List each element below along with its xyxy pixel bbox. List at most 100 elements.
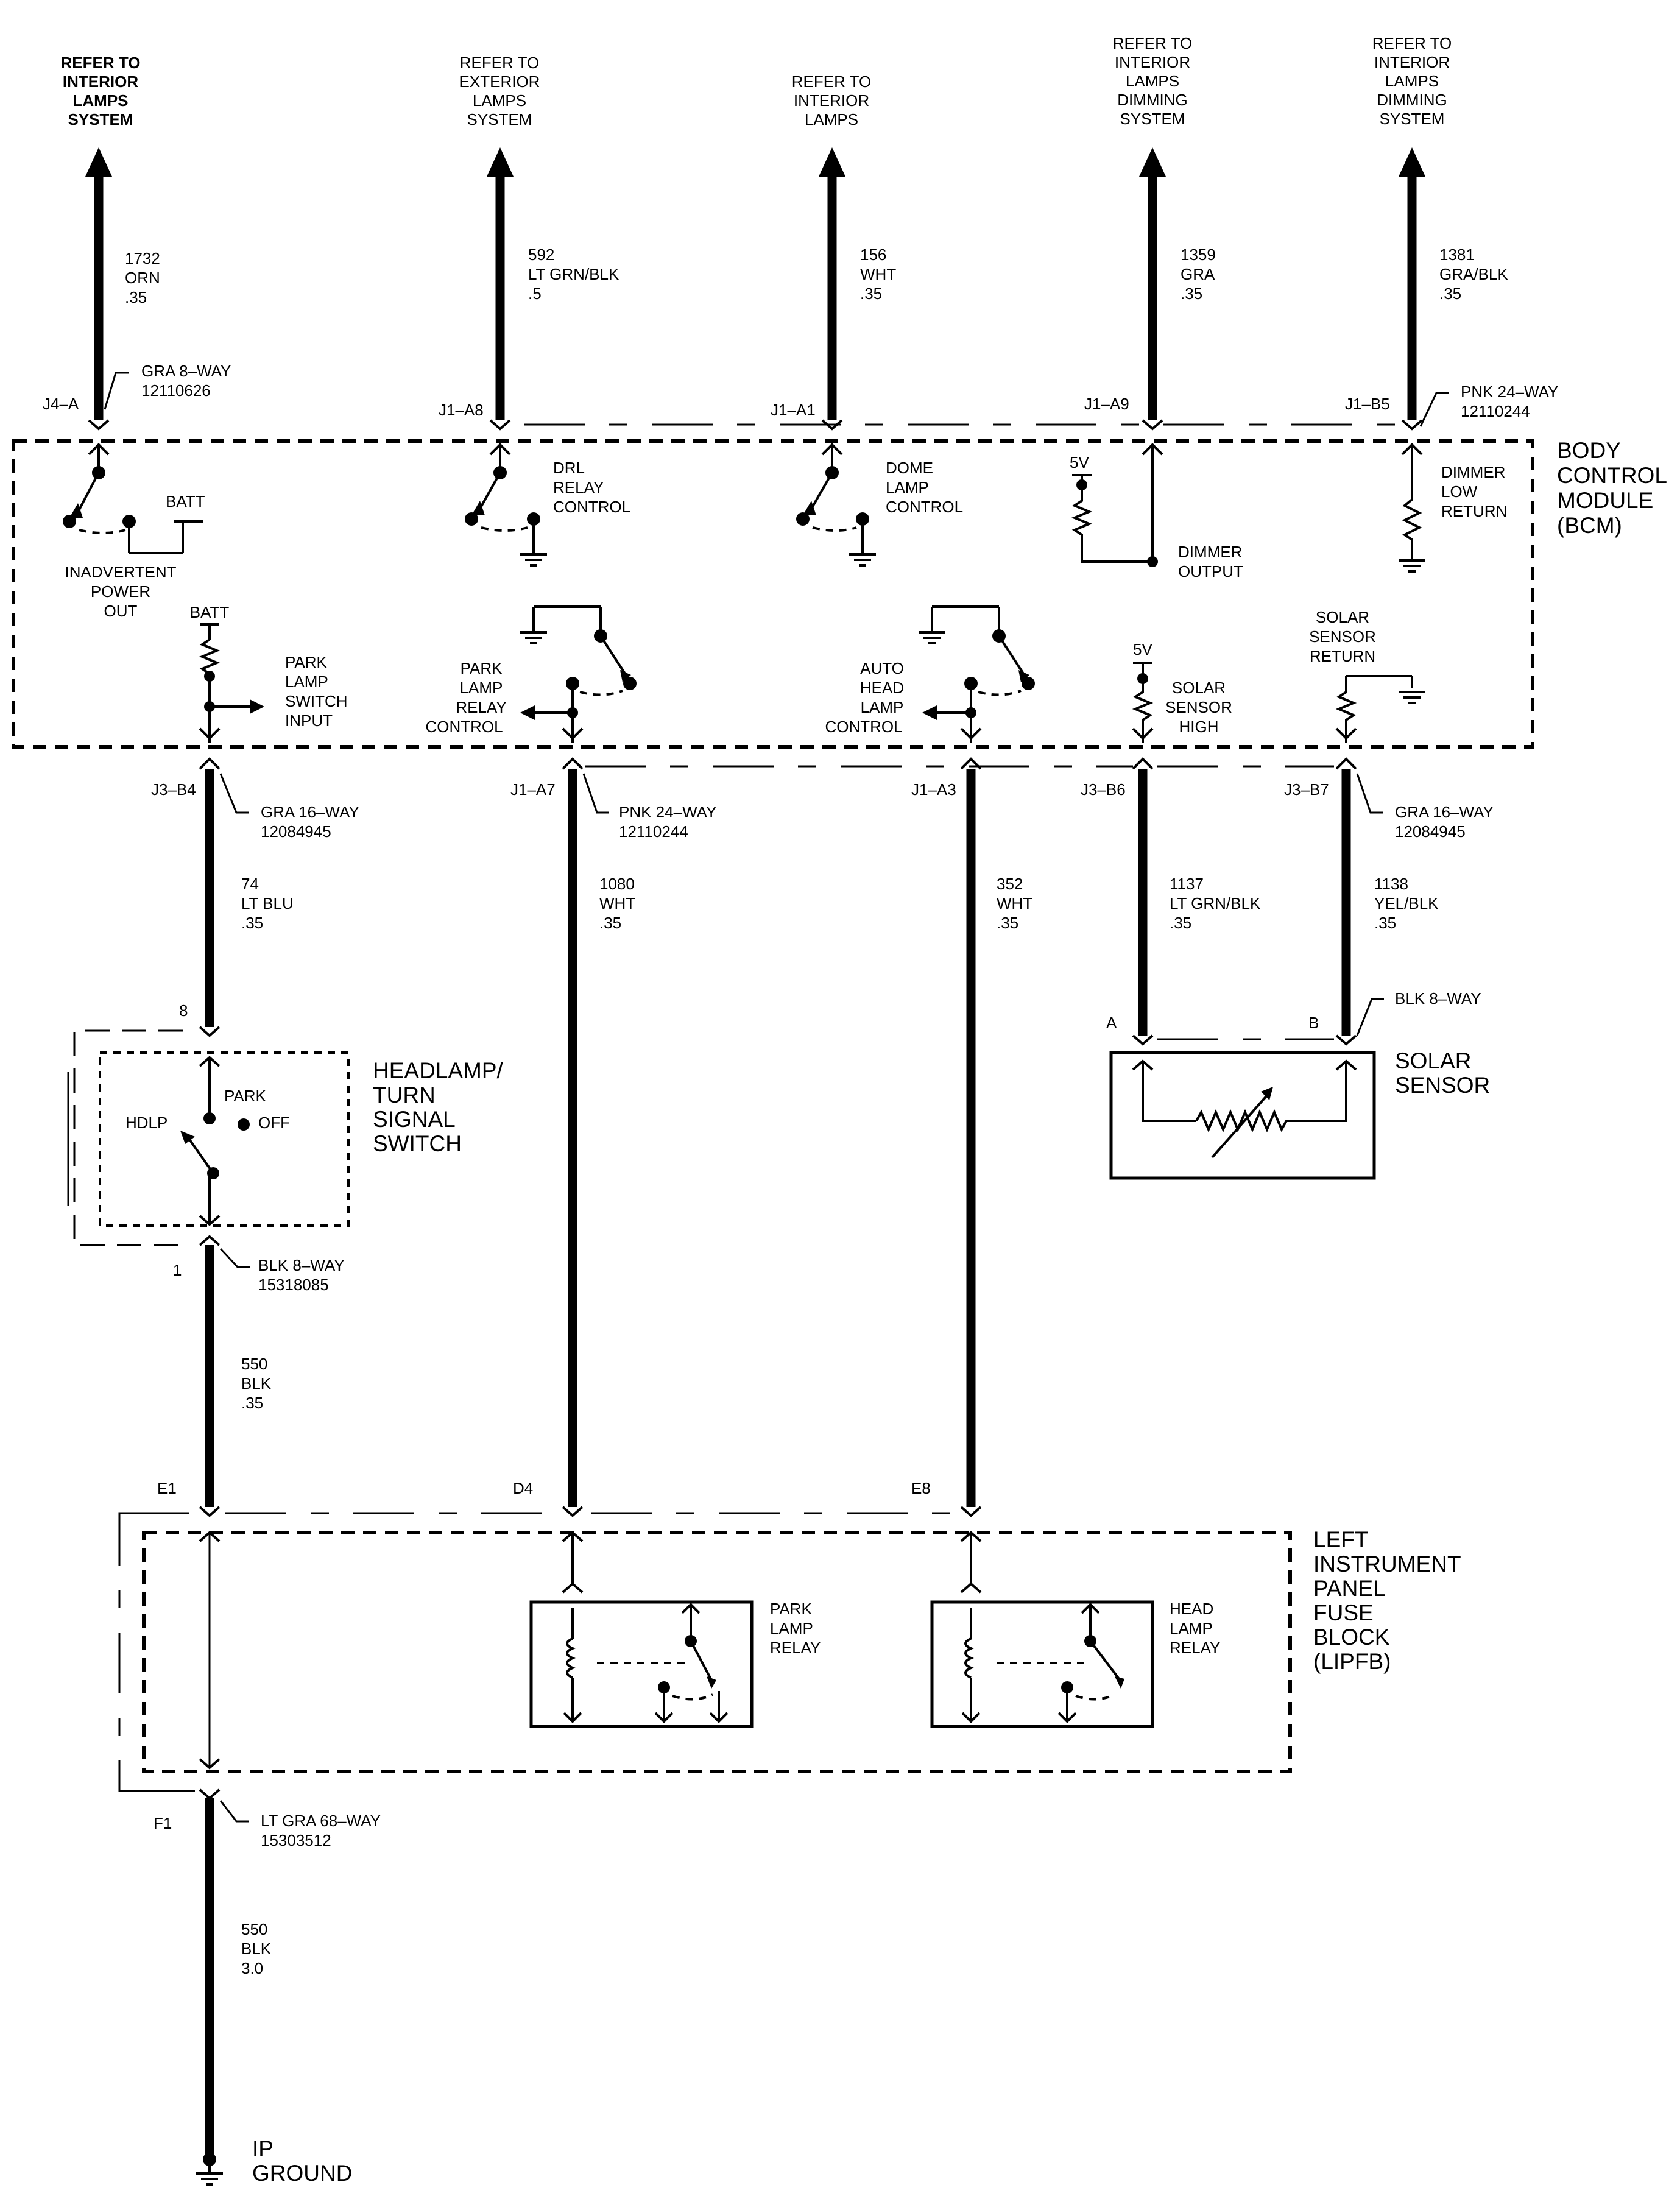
pin-label: D4: [513, 1479, 533, 1497]
svg-text:PARK: PARK: [285, 653, 328, 671]
svg-text:LAMP: LAMP: [886, 478, 929, 496]
svg-text:RELAY: RELAY: [770, 1639, 821, 1657]
svg-text:.5: .5: [528, 284, 542, 303]
svg-text:REFER TO: REFER TO: [61, 54, 141, 72]
svg-text:1137: 1137: [1170, 875, 1204, 893]
park-relay-control: PARK LAMP RELAY CONTROL: [425, 605, 637, 743]
svg-text:SENSOR: SENSOR: [1309, 627, 1376, 646]
svg-text:5V: 5V: [1133, 640, 1152, 658]
svg-text:INTERIOR: INTERIOR: [1115, 53, 1190, 71]
svg-text:OFF: OFF: [258, 1114, 290, 1132]
svg-text:DOME: DOME: [886, 459, 933, 477]
svg-text:LEFT: LEFT: [1313, 1527, 1368, 1552]
svg-text:BLK: BLK: [241, 1374, 272, 1393]
svg-text:SYSTEM: SYSTEM: [1120, 110, 1185, 128]
ip-ground: IP GROUND: [195, 2136, 352, 2186]
svg-text:BLK: BLK: [241, 1940, 272, 1958]
pin-label: J1–A1: [771, 401, 816, 419]
svg-text:GRA 16–WAY: GRA 16–WAY: [261, 803, 359, 821]
svg-text:GRA: GRA: [1181, 265, 1215, 283]
top-wires: [85, 147, 1425, 420]
svg-text:74: 74: [241, 875, 259, 893]
svg-text:LAMPS: LAMPS: [473, 91, 526, 110]
svg-text:DIMMING: DIMMING: [1117, 91, 1188, 109]
svg-text:ORN: ORN: [125, 269, 160, 287]
wire-label-550: 550 BLK .35: [241, 1355, 272, 1412]
svg-text:8: 8: [179, 1001, 188, 1020]
svg-text:PANEL: PANEL: [1313, 1576, 1386, 1601]
pin-label: J1–A3: [911, 780, 956, 799]
park-lamp-relay: PARK LAMP RELAY: [529, 1531, 821, 1728]
svg-text:SYSTEM: SYSTEM: [68, 110, 133, 129]
svg-text:LAMPS: LAMPS: [73, 91, 129, 110]
svg-text:12110626: 12110626: [141, 381, 211, 400]
svg-text:LAMP: LAMP: [460, 679, 503, 697]
svg-text:CONTROL: CONTROL: [1557, 463, 1667, 488]
svg-text:REFER TO: REFER TO: [460, 54, 540, 72]
svg-text:LAMP: LAMP: [861, 698, 904, 716]
svg-text:1080: 1080: [599, 875, 635, 893]
pin-label: J1–B5: [1345, 395, 1390, 413]
svg-text:GRA 16–WAY: GRA 16–WAY: [1395, 803, 1494, 821]
svg-text:OUT: OUT: [104, 602, 138, 620]
connector-terminals-top: [88, 419, 1423, 431]
svg-text:DRL: DRL: [553, 459, 585, 477]
lipfb-box: [142, 1531, 1292, 1773]
svg-text:F1: F1: [154, 1814, 172, 1832]
svg-text:BLK 8–WAY: BLK 8–WAY: [258, 1256, 345, 1274]
arrow-up-icon: [819, 147, 845, 177]
svg-text:WHT: WHT: [997, 894, 1032, 913]
connector-label: GRA 8–WAY 12110626: [104, 362, 231, 410]
svg-text:A: A: [1106, 1014, 1117, 1032]
svg-text:.35: .35: [1181, 284, 1202, 303]
mid-connector-terminals: [199, 757, 1357, 770]
svg-text:592: 592: [528, 245, 554, 264]
svg-text:BATT: BATT: [166, 492, 205, 510]
svg-text:DIMMER: DIMMER: [1178, 543, 1242, 561]
svg-text:CONTROL: CONTROL: [553, 498, 630, 516]
svg-text:INSTRUMENT: INSTRUMENT: [1313, 1552, 1461, 1576]
connector-label: GRA 16–WAY 12084945: [219, 773, 359, 841]
svg-text:OUTPUT: OUTPUT: [1178, 562, 1243, 581]
svg-text:IP: IP: [252, 2136, 274, 2161]
svg-text:BATT: BATT: [190, 603, 230, 621]
svg-text:(LIPFB): (LIPFB): [1313, 1649, 1391, 1674]
svg-text:RELAY: RELAY: [456, 698, 506, 716]
wire-label-1732: 1732 ORN .35: [125, 249, 160, 306]
svg-text:(BCM): (BCM): [1557, 513, 1622, 538]
lipfb-title: LEFT INSTRUMENT PANEL FUSE BLOCK (LIPFB): [1313, 1527, 1461, 1674]
svg-text:.35: .35: [997, 914, 1018, 932]
pin-label: J3–B6: [1081, 780, 1126, 799]
svg-text:LAMP: LAMP: [770, 1619, 813, 1637]
svg-text:WHT: WHT: [599, 894, 635, 913]
svg-text:AUTO: AUTO: [860, 659, 904, 677]
svg-text:1732: 1732: [125, 249, 160, 267]
svg-text:1138: 1138: [1374, 875, 1408, 893]
headlamp-switch: 8 PARK HDLP OFF 1 BLK 8–WAY 15318085: [67, 1001, 350, 1294]
pin-label: J3–B7: [1284, 780, 1329, 799]
arrow-up-icon: [1399, 147, 1425, 177]
svg-text:PARK: PARK: [770, 1600, 813, 1618]
svg-text:SIGNAL: SIGNAL: [373, 1107, 456, 1132]
svg-text:550: 550: [241, 1920, 267, 1938]
bcm-terminals: [88, 443, 1423, 456]
svg-text:.35: .35: [1374, 914, 1396, 932]
svg-text:LT GRN/BLK: LT GRN/BLK: [528, 265, 619, 283]
svg-text:DIMMER: DIMMER: [1441, 463, 1505, 481]
svg-text:HDLP: HDLP: [125, 1114, 168, 1132]
svg-text:INTERIOR: INTERIOR: [794, 91, 869, 110]
pin-label: J3–B4: [151, 780, 196, 799]
solar-sensor-title: SOLAR SENSOR: [1395, 1048, 1490, 1098]
svg-text:BODY: BODY: [1557, 438, 1621, 463]
svg-text:GROUND: GROUND: [252, 2161, 352, 2186]
svg-text:RELAY: RELAY: [553, 478, 604, 496]
pin-label: E8: [911, 1479, 931, 1497]
svg-text:3.0: 3.0: [241, 1959, 263, 1977]
svg-text:LAMPS: LAMPS: [1385, 72, 1439, 90]
svg-text:LT BLU: LT BLU: [241, 894, 294, 913]
svg-text:LOW: LOW: [1441, 482, 1478, 501]
svg-text:SENSOR: SENSOR: [1395, 1073, 1490, 1098]
svg-text:REFER TO: REFER TO: [792, 72, 872, 91]
svg-text:.35: .35: [1439, 284, 1461, 303]
